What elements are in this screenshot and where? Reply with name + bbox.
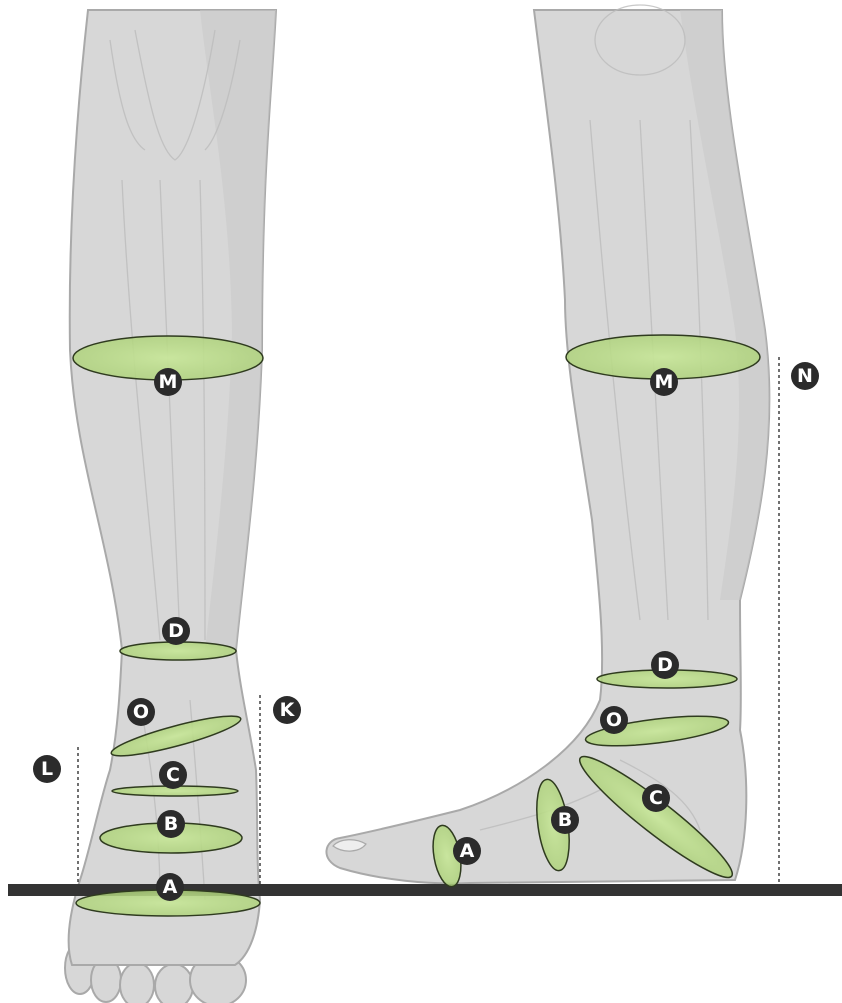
svg-text:L: L xyxy=(41,758,53,780)
front-badge-A: A xyxy=(156,873,184,901)
side-badge-D: D xyxy=(651,651,679,679)
svg-text:O: O xyxy=(133,701,149,723)
svg-text:B: B xyxy=(558,809,572,831)
svg-text:A: A xyxy=(163,876,178,898)
front-badge-M: M xyxy=(154,368,182,396)
svg-text:M: M xyxy=(655,371,674,393)
side-badge-O: O xyxy=(600,706,628,734)
svg-text:K: K xyxy=(280,699,296,721)
svg-text:D: D xyxy=(657,654,673,676)
side-badge-C: C xyxy=(642,784,670,812)
svg-text:M: M xyxy=(159,371,178,393)
side-badge-B: B xyxy=(551,806,579,834)
front-leg xyxy=(65,10,276,1003)
svg-text:C: C xyxy=(166,764,180,786)
svg-text:D: D xyxy=(168,620,184,642)
svg-text:B: B xyxy=(164,813,178,835)
svg-text:C: C xyxy=(649,787,663,809)
front-badge-K: K xyxy=(273,696,301,724)
svg-text:O: O xyxy=(606,709,622,731)
front-badge-O: O xyxy=(127,698,155,726)
front-badge-C: C xyxy=(159,761,187,789)
front-badge-L: L xyxy=(33,755,61,783)
side-badge-M: M xyxy=(650,368,678,396)
svg-text:N: N xyxy=(797,365,813,387)
front-badge-D: D xyxy=(162,617,190,645)
front-badge-B: B xyxy=(157,810,185,838)
side-badge-N: N xyxy=(791,362,819,390)
side-badge-A: A xyxy=(453,837,481,865)
side-leg xyxy=(326,5,769,883)
svg-text:A: A xyxy=(460,840,475,862)
